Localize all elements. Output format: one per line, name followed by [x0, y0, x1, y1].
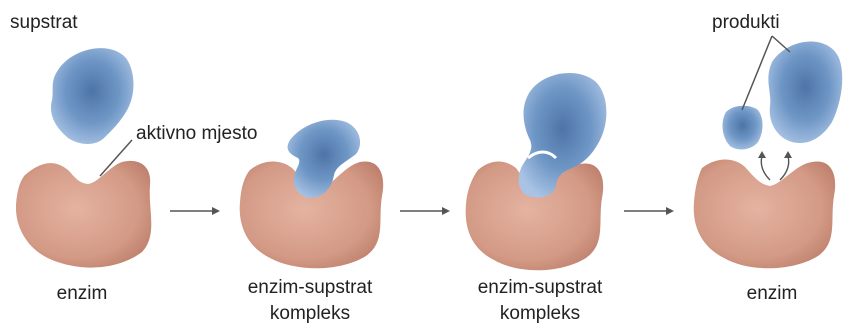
products-leader-line-1	[742, 36, 772, 110]
stage3-caption-line2: kompleks	[455, 301, 625, 327]
release-arrows	[758, 151, 792, 180]
products-label: produkti	[712, 12, 780, 34]
stage2-caption-line2: kompleks	[225, 301, 395, 327]
product-large	[768, 42, 842, 143]
stage1-caption: enzim	[57, 283, 108, 305]
stage3-caption: enzim-supstrat kompleks	[455, 275, 625, 327]
arrow-3	[624, 207, 674, 215]
stage4-enzyme	[694, 160, 835, 269]
stage1-enzyme	[16, 161, 151, 268]
substrate-label: supstrat	[10, 12, 78, 34]
stage4-caption: enzim	[747, 283, 798, 305]
stage2-caption-line1: enzim-supstrat	[225, 275, 395, 301]
active-site-label: aktivno mjesto	[136, 123, 257, 145]
product-small	[723, 106, 763, 150]
arrow-2	[400, 207, 450, 215]
stage1-substrate	[51, 48, 134, 144]
stage3-caption-line1: enzim-supstrat	[455, 275, 625, 301]
arrow-1	[170, 207, 220, 215]
products-leader-line-2	[772, 36, 790, 52]
stage2-caption: enzim-supstrat kompleks	[225, 275, 395, 327]
